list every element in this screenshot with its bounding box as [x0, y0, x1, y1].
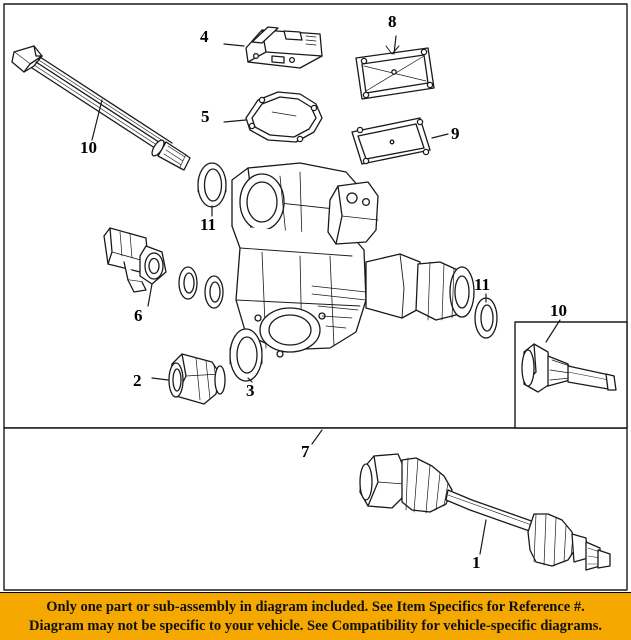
callout-3: 3: [246, 381, 255, 400]
callout-2: 2: [133, 371, 142, 390]
part-8-cover-plate: [355, 47, 435, 100]
callout-7: 7: [301, 442, 310, 461]
part-11-seal-right: [474, 297, 498, 339]
part-3-bearing-ring: [229, 328, 263, 382]
leader-lines: [91, 35, 561, 555]
part-9-access-plate: [351, 117, 431, 165]
part-1-cv-axle-assembly: [359, 453, 611, 571]
disclaimer-line-1: Only one part or sub-assembly in diagram…: [46, 598, 585, 615]
part-10-right-axle-shaft: [521, 343, 617, 393]
callout-11-right: 11: [474, 275, 491, 294]
disclaimer-banner: Only one part or sub-assembly in diagram…: [0, 592, 631, 640]
part-6-actuator-motor: [103, 227, 167, 293]
callout-1: 1: [472, 553, 481, 572]
part-seal-rings-mid: [178, 266, 224, 309]
part-7-differential-housing: [231, 162, 475, 358]
callout-6: 6: [134, 306, 143, 325]
callout-10-left: 10: [80, 138, 97, 157]
callout-10-right: 10: [550, 301, 567, 320]
part-5-gasket: [245, 91, 323, 143]
part-10-left-axle-shaft: [11, 45, 191, 171]
callout-11-left: 11: [200, 215, 217, 234]
callout-5: 5: [201, 107, 210, 126]
callout-8: 8: [388, 12, 397, 31]
part-11-seal-left: [197, 162, 227, 208]
callout-9: 9: [451, 124, 460, 143]
disclaimer-line-2: Diagram may not be specific to your vehi…: [29, 617, 602, 634]
part-4-control-module: [245, 26, 323, 69]
callout-4: 4: [200, 27, 209, 46]
part-2-flange-coupling: [168, 353, 226, 405]
